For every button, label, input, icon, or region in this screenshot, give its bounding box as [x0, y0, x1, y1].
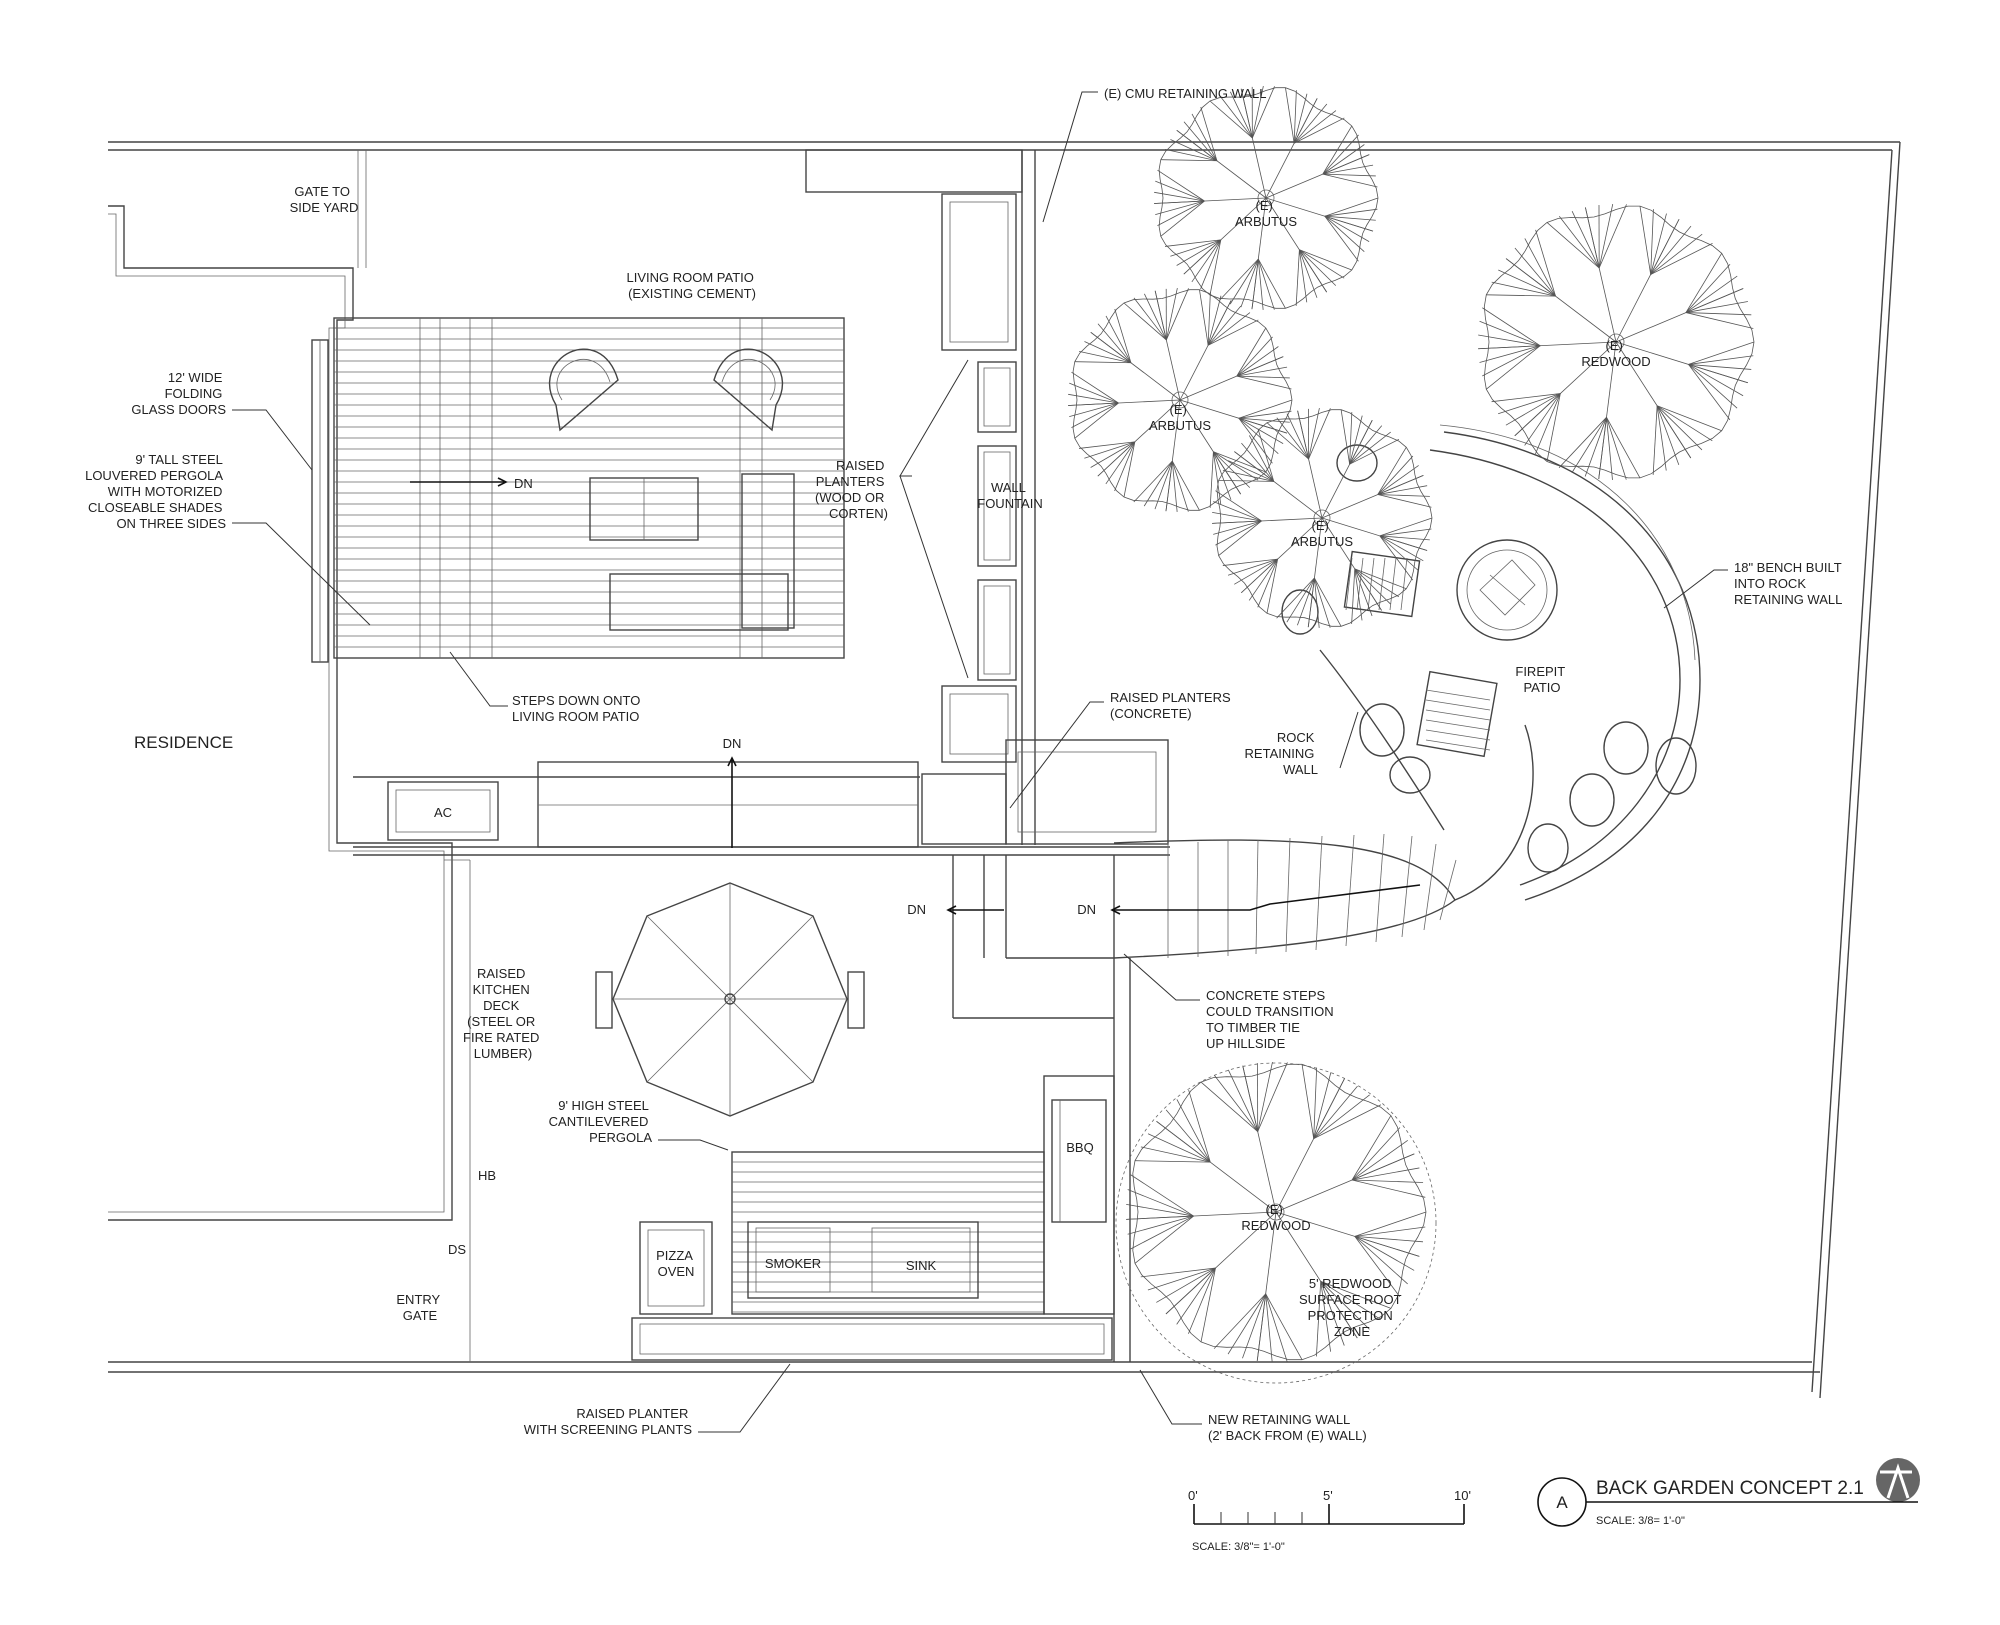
scale-bar: 0' 5' 10' SCALE: 3/8"= 1'-0" [1188, 1488, 1471, 1553]
drawing-title: BACK GARDEN CONCEPT 2.1 [1596, 1478, 1864, 1499]
umbrella-table [595, 882, 865, 1117]
label-entry-gate: ENTRY GATE [396, 1292, 443, 1323]
tree-label-arbutus-3: (E) ARBUTUS [1291, 518, 1353, 549]
curved-stairs [1113, 724, 1534, 959]
tree-label-redwood-1: (E) REDWOOD [1581, 338, 1650, 369]
label-raised-planter-screening: RAISED PLANTER WITH SCREENING PLANTS [524, 1406, 693, 1437]
label-pergola-living: 9' TALL STEEL LOUVERED PERGOLA WITH MOTO… [85, 452, 226, 531]
label-bench: 18" BENCH BUILT INTO ROCK RETAINING WALL [1734, 560, 1845, 607]
root-protection-zone [1115, 1062, 1437, 1384]
trees-layer [1068, 85, 1755, 1362]
label-kitchen-deck: RAISED KITCHEN DECK (STEEL OR FIRE RATED… [463, 966, 543, 1061]
label-dn-stairs: DN [1077, 902, 1096, 917]
tree-label-redwood-2: (E) REDWOOD [1241, 1202, 1310, 1233]
label-steps-down: STEPS DOWN ONTO LIVING ROOM PATIO [512, 693, 644, 724]
label-hb: HB [478, 1168, 496, 1183]
label-pizza-oven: PIZZA OVEN [656, 1248, 696, 1279]
label-folding-doors: 12' WIDE FOLDING GLASS DOORS [131, 370, 226, 417]
label-raised-planters-wood: RAISED PLANTERS (WOOD OR CORTEN) [815, 458, 888, 521]
label-living-patio: LIVING ROOM PATIO (EXISTING CEMENT) [627, 270, 758, 301]
tree-label-arbutus-1: (E) ARBUTUS [1235, 198, 1297, 229]
scale-tick-0: 0' [1188, 1488, 1198, 1503]
label-dn-upper: DN [723, 736, 742, 751]
label-new-retaining-wall: NEW RETAINING WALL (2' BACK FROM (E) WAL… [1208, 1412, 1367, 1443]
tree-label-arbutus-2: (E) ARBUTUS [1149, 402, 1211, 433]
annotations: GATE TO SIDE YARD LIVING ROOM PATIO (EXI… [85, 86, 1845, 1443]
residence-outline [108, 150, 471, 1362]
label-ac: AC [434, 805, 452, 820]
label-dn-kitchen: DN [907, 902, 926, 917]
label-pergola-kitchen: 9' HIGH STEEL CANTILEVERED PERGOLA [549, 1098, 653, 1145]
label-dn-patio: DN [514, 476, 533, 491]
label-gate-side-yard: GATE TO SIDE YARD [290, 184, 359, 215]
label-smoker: SMOKER [765, 1256, 821, 1271]
firepit-patio [1281, 424, 1701, 901]
label-root-zone: 5' REDWOOD SURFACE ROOT PROTECTION ZONE [1299, 1276, 1405, 1339]
north-arrow-icon [1876, 1458, 1920, 1502]
kitchen-area [631, 855, 1131, 1362]
tree-labels: (E) ARBUTUS (E) ARBUTUS (E) ARBUTUS (E) … [1149, 198, 1651, 1233]
title-scale: SCALE: 3/8= 1'-0" [1596, 1515, 1685, 1527]
scale-tick-5: 5' [1323, 1488, 1333, 1503]
title-block: A BACK GARDEN CONCEPT 2.1 SCALE: 3/8= 1'… [1537, 1477, 1918, 1527]
label-raised-planters-concrete: RAISED PLANTERS (CONCRETE) [1110, 690, 1234, 721]
scale-note: SCALE: 3/8"= 1'-0" [1192, 1541, 1285, 1553]
label-residence: RESIDENCE [134, 733, 233, 752]
label-rock-wall: ROCK RETAINING WALL [1245, 730, 1318, 777]
property-boundary [108, 141, 1901, 1399]
label-ds: DS [448, 1242, 466, 1257]
planter-walls [353, 149, 1170, 856]
label-cmu-wall: (E) CMU RETAINING WALL [1104, 86, 1267, 101]
label-firepit-patio: FIREPIT PATIO [1515, 664, 1568, 695]
label-bbq: BBQ [1066, 1140, 1093, 1155]
living-room-pergola [311, 317, 845, 663]
scale-tick-10: 10' [1454, 1488, 1471, 1503]
label-sink: SINK [906, 1258, 937, 1273]
leader-lines [232, 91, 1728, 1433]
label-concrete-steps: CONCRETE STEPS COULD TRANSITION TO TIMBE… [1206, 988, 1337, 1051]
title-marker: A [1556, 1493, 1568, 1512]
label-wall-fountain: WALL FOUNTAIN [977, 480, 1042, 511]
